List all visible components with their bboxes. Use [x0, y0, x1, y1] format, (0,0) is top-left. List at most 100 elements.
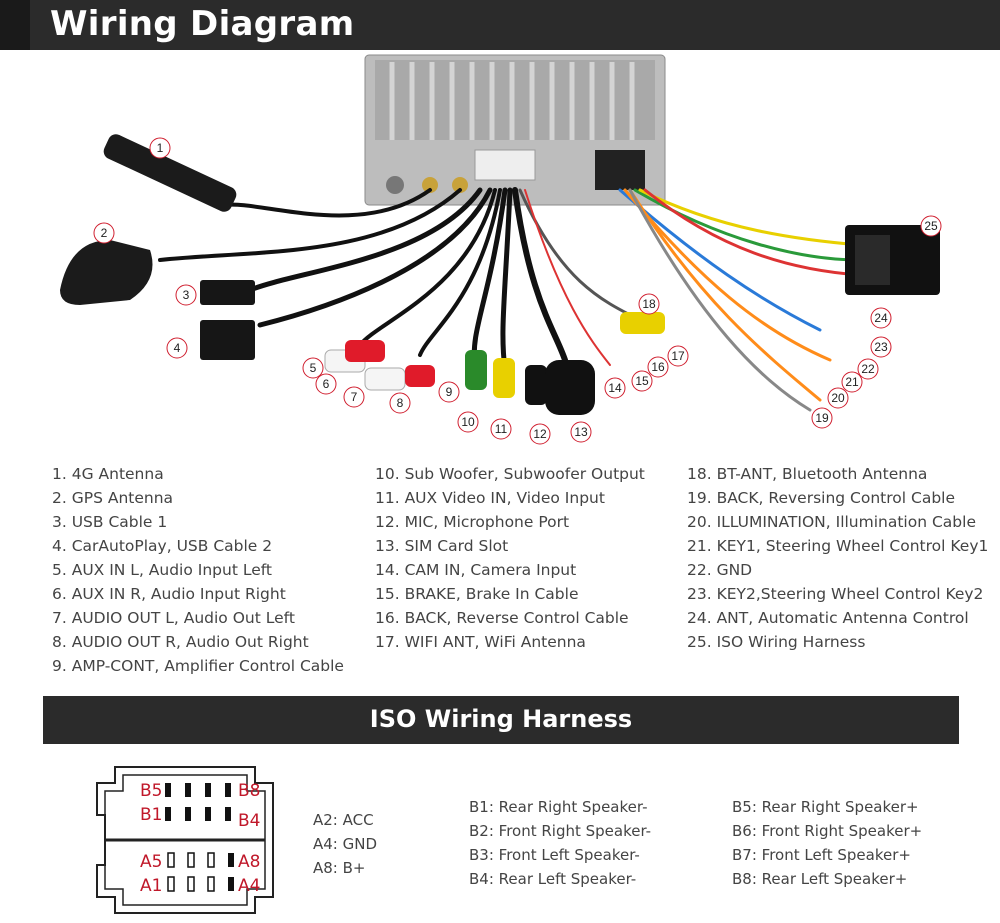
svg-text:12: 12 [533, 427, 547, 441]
svg-text:2: 2 [101, 226, 108, 240]
rca-plugs [324, 312, 665, 415]
callout-19: 19 [811, 407, 833, 429]
iso-block [845, 225, 940, 295]
svg-text:5: 5 [310, 361, 317, 375]
legend-item: 25. ISO Wiring Harness [687, 633, 866, 651]
svg-text:13: 13 [574, 425, 588, 439]
iso-power-item: A2: ACC [313, 811, 374, 829]
page-title: Wiring Diagram [50, 4, 355, 44]
svg-text:10: 10 [461, 415, 475, 429]
callouts: 1 2 3 4 5 6 7 8 9 10 11 12 13 14 15 16 1… [93, 137, 942, 445]
callout-15: 15 [631, 370, 653, 392]
legend-item: 16. BACK, Reverse Control Cable [375, 609, 629, 627]
svg-text:4: 4 [174, 341, 181, 355]
svg-text:16: 16 [651, 360, 665, 374]
callout-21: 21 [841, 371, 863, 393]
svg-text:17: 17 [671, 349, 685, 363]
legend-item: 1. 4G Antenna [52, 465, 164, 483]
svg-text:1: 1 [157, 141, 164, 155]
callout-9: 9 [438, 381, 460, 403]
legend-item: 18. BT-ANT, Bluetooth Antenna [687, 465, 928, 483]
pin-b4: B4 [238, 811, 260, 831]
legend-item: 11. AUX Video IN, Video Input [375, 489, 605, 507]
header-bar: Wiring Diagram [0, 0, 1000, 50]
iso-speaker-item: B4: Rear Left Speaker- [469, 870, 637, 888]
callout-18: 18 [638, 293, 660, 315]
callout-11: 11 [490, 418, 512, 440]
legend-column-1: 1. 4G Antenna 2. GPS Antenna 3. USB Cabl… [52, 462, 344, 678]
iso-speaker-item: B8: Rear Left Speaker+ [732, 870, 908, 888]
iso-power-list: A2: ACC A4: GND A8: B+ [313, 808, 377, 880]
legend-item: 23. KEY2,Steering Wheel Control Key2 [687, 585, 984, 603]
iso-connector: B5 B8 B1 B4 A5 A8 A1 A4 [96, 766, 274, 914]
pin-a8: A8 [238, 852, 260, 872]
pin-a4: A4 [238, 876, 260, 896]
legend-item: 24. ANT, Automatic Antenna Control [687, 609, 969, 627]
callout-5: 5 [302, 357, 324, 379]
svg-text:22: 22 [861, 362, 875, 376]
iso-speaker-item: B5: Rear Right Speaker+ [732, 798, 919, 816]
iso-speaker-pos-list: B5: Rear Right Speaker+ B6: Front Right … [732, 795, 922, 891]
header-accent [0, 0, 30, 50]
legend-item: 12. MIC, Microphone Port [375, 513, 570, 531]
svg-text:7: 7 [351, 390, 358, 404]
iso-section-title: ISO Wiring Harness [369, 705, 633, 733]
iso-speaker-neg-list: B1: Rear Right Speaker- B2: Front Right … [469, 795, 651, 891]
iso-speaker-item: B7: Front Left Speaker+ [732, 846, 911, 864]
callout-23: 23 [870, 336, 892, 358]
svg-text:8: 8 [397, 396, 404, 410]
callout-3: 3 [175, 284, 197, 306]
legend-item: 14. CAM IN, Camera Input [375, 561, 577, 579]
legend-column-2: 10. Sub Woofer, Subwoofer Output 11. AUX… [375, 462, 645, 654]
iso-speaker-item: B1: Rear Right Speaker- [469, 798, 648, 816]
callout-20: 20 [827, 387, 849, 409]
legend-item: 15. BRAKE, Brake In Cable [375, 585, 579, 603]
legend-item: 8. AUDIO OUT R, Audio Out Right [52, 633, 309, 651]
callout-25: 25 [920, 215, 942, 237]
svg-text:24: 24 [874, 311, 888, 325]
callout-2: 2 [93, 222, 115, 244]
callout-4: 4 [166, 337, 188, 359]
legend-item: 2. GPS Antenna [52, 489, 174, 507]
iso-speaker-item: B3: Front Left Speaker- [469, 846, 640, 864]
iso-speaker-item: B2: Front Right Speaker- [469, 822, 652, 840]
callout-12: 12 [529, 423, 551, 445]
callout-24: 24 [870, 307, 892, 329]
cable-bundle [158, 187, 862, 412]
legend-item: 17. WIFI ANT, WiFi Antenna [375, 633, 586, 651]
pin-b8: B8 [238, 781, 260, 801]
svg-text:11: 11 [495, 422, 508, 436]
iso-power-item: A8: B+ [313, 859, 366, 877]
accessories [60, 134, 255, 360]
legend-item: 4. CarAutoPlay, USB Cable 2 [52, 537, 273, 555]
svg-text:3: 3 [183, 288, 190, 302]
callout-16: 16 [647, 356, 669, 378]
iso-power-item: A4: GND [313, 835, 378, 853]
svg-text:18: 18 [642, 297, 656, 311]
pin-b5: B5 [140, 781, 162, 801]
callout-7: 7 [343, 386, 365, 408]
legend-item: 6. AUX IN R, Audio Input Right [52, 585, 286, 603]
legend-item: 13. SIM Card Slot [375, 537, 509, 555]
legend-item: 20. ILLUMINATION, Illumination Cable [687, 513, 976, 531]
svg-text:20: 20 [831, 391, 845, 405]
pin-a5: A5 [140, 852, 162, 872]
callout-22: 22 [857, 358, 879, 380]
legend-item: 19. BACK, Reversing Control Cable [687, 489, 956, 507]
legend-item: 22. GND [687, 561, 753, 579]
svg-text:25: 25 [924, 219, 938, 233]
legend-item: 9. AMP-CONT, Amplifier Control Cable [52, 657, 344, 675]
legend-item: 3. USB Cable 1 [52, 513, 168, 531]
pin-a1: A1 [140, 876, 162, 896]
svg-text:19: 19 [815, 411, 829, 425]
callout-6: 6 [315, 373, 337, 395]
svg-text:23: 23 [874, 340, 888, 354]
svg-text:9: 9 [446, 385, 453, 399]
callout-14: 14 [604, 377, 626, 399]
pin-b1: B1 [140, 805, 162, 825]
legend-item: 10. Sub Woofer, Subwoofer Output [375, 465, 645, 483]
svg-text:21: 21 [845, 375, 859, 389]
callout-8: 8 [389, 392, 411, 414]
legend-item: 5. AUX IN L, Audio Input Left [52, 561, 272, 579]
callout-13: 13 [570, 421, 592, 443]
